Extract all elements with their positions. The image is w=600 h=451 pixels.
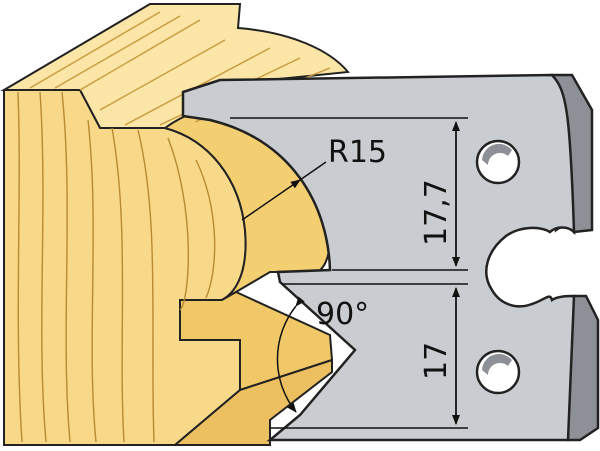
mounting-hole-lower: [475, 349, 521, 395]
wood-top-grain: [29, 11, 331, 126]
lower-height-label: 17: [419, 342, 454, 380]
angle-arc: [276, 296, 305, 413]
upper-height-label: 17,7: [419, 179, 454, 246]
knife-plate: [181, 73, 600, 442]
wood-workpiece: [0, 3, 350, 446]
angle-label: 90°: [316, 297, 369, 332]
dimension-lines: [230, 117, 468, 429]
wood-end-grain: [17, 91, 216, 443]
mounting-hole-upper: [475, 139, 521, 185]
radius-label: R15: [328, 135, 387, 170]
radius-leader: [241, 179, 301, 221]
